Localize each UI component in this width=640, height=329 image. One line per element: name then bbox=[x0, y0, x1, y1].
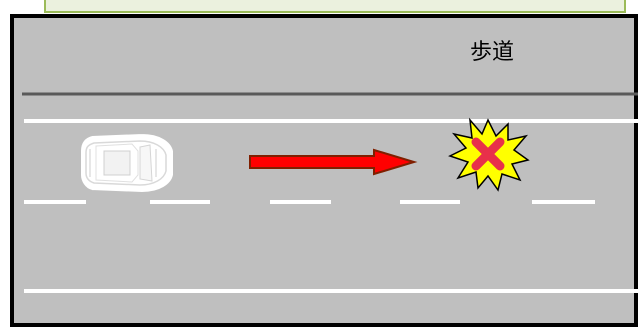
road-diagram bbox=[10, 14, 638, 327]
arrow-right-icon bbox=[249, 148, 418, 176]
sidewalk-label: 歩道 bbox=[469, 40, 514, 65]
header-box bbox=[44, 0, 626, 13]
car-icon bbox=[79, 131, 175, 195]
collision-icon bbox=[448, 117, 530, 192]
